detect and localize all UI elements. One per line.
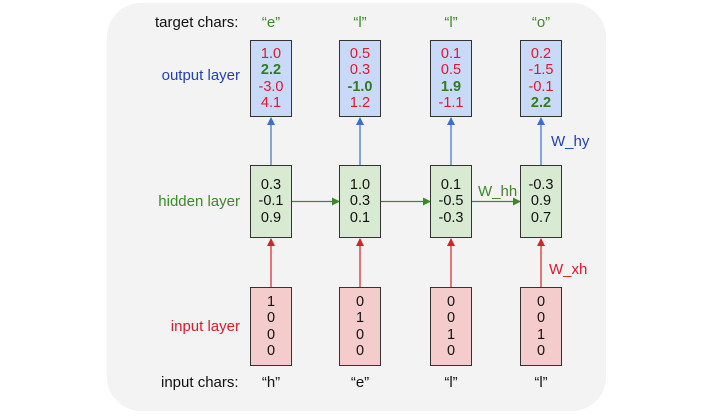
input-box-value: 0 (266, 343, 276, 359)
output-layer-label: output layer (161, 67, 240, 84)
output-box-value: -1.5 (528, 62, 554, 78)
hidden-box-value: 0.1 (349, 209, 371, 226)
output-box-value: 1.0 (260, 45, 282, 62)
hidden-box-value: 0.1 (440, 176, 462, 193)
input-box-value: 0 (446, 310, 456, 326)
output-box-value: 4.1 (260, 95, 282, 111)
input-char: “h” (261, 374, 281, 391)
w-hh-label: W_hh (478, 183, 518, 200)
hidden-box-value: 0.3 (260, 176, 282, 193)
target-char: “l” (353, 14, 367, 31)
input-box-value: 0 (355, 326, 365, 343)
w-xh-label: W_xh (549, 261, 588, 278)
output-box-value: 0.3 (349, 62, 371, 78)
hidden-box-value: -0.1 (258, 193, 284, 210)
hidden-box-value: 0.9 (530, 193, 552, 210)
input-box-value: 0 (536, 293, 546, 310)
input-char: “e” (350, 374, 370, 391)
target-chars-label: target chars: (155, 14, 239, 31)
hidden-box-value: -0.3 (438, 209, 464, 226)
hidden-layer-label: hidden layer (158, 193, 240, 210)
hidden-box-value: -0.5 (438, 193, 464, 210)
target-char: “e” (261, 14, 281, 31)
hidden-box-value: -0.3 (528, 176, 554, 193)
output-box-value: 1.2 (349, 95, 371, 111)
input-box-value: 0 (446, 343, 456, 359)
output-box-value: 0.5 (349, 45, 371, 62)
input-box-value: 0 (536, 343, 546, 359)
input-box-value: 1 (266, 293, 276, 310)
target-char: “l” (444, 14, 458, 31)
output-box-value: -0.1 (528, 78, 554, 95)
hidden-box-value: 0.9 (260, 209, 282, 226)
hidden-box: 0.1-0.5-0.3 (430, 165, 472, 238)
input-box-value: 1 (446, 326, 456, 343)
input-layer-label: input layer (170, 318, 240, 335)
input-box-value: 0 (266, 326, 276, 343)
input-box-value: 0 (266, 310, 276, 326)
output-box-value: 1.9 (440, 78, 462, 95)
output-box-value: -3.0 (258, 78, 284, 95)
input-box-value: 0 (446, 293, 456, 310)
input-char: “l” (534, 374, 548, 391)
input-box-value: 1 (536, 326, 546, 343)
output-box-value: 2.2 (530, 95, 552, 111)
input-box-value: 0 (536, 310, 546, 326)
target-char: “o” (531, 14, 551, 31)
input-char: “l” (444, 374, 458, 391)
w-hy-label: W_hy (551, 133, 590, 150)
output-box-value: 0.2 (530, 45, 552, 62)
output-box-value: -1.1 (438, 95, 464, 111)
output-box-value: -1.0 (347, 78, 373, 95)
input-chars-label: input chars: (161, 374, 239, 391)
hidden-box-value: 1.0 (349, 176, 371, 193)
output-box-value: 2.2 (260, 62, 282, 78)
input-box-value: 0 (355, 343, 365, 359)
hidden-box-value: 0.3 (349, 193, 371, 210)
output-box-value: 0.1 (440, 45, 462, 62)
output-box-value: 0.5 (440, 62, 462, 78)
input-box-value: 0 (355, 293, 365, 310)
hidden-box-value: 0.7 (530, 209, 552, 226)
input-box-value: 1 (355, 310, 365, 326)
